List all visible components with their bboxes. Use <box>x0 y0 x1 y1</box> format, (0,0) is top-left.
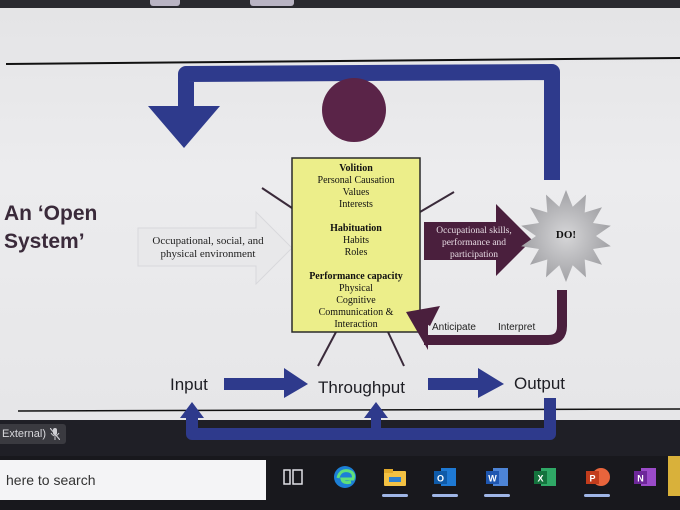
anticipate-label: Anticipate <box>432 322 476 333</box>
svg-text:X: X <box>537 474 543 484</box>
environment-line-1: Occupational, social, and <box>152 235 264 247</box>
feedback-loop-top-arrowhead <box>148 106 220 148</box>
anticipate-arrowhead-tip <box>406 306 440 326</box>
participant-label: External) <box>2 428 47 440</box>
performance-heading: Performance capacity <box>309 271 403 282</box>
bottom-loop-left-arrowhead <box>180 402 204 418</box>
interpret-label: Interpret <box>498 322 535 333</box>
video-thumb-chip <box>150 0 180 6</box>
output-line-2: performance and <box>442 237 506 248</box>
powerpoint-active-indicator <box>584 494 610 497</box>
output-skills-arrow <box>424 204 532 276</box>
volition-item: Interests <box>339 199 373 210</box>
habituation-item: Roles <box>345 247 368 258</box>
meeting-participant-pill[interactable]: External) <box>0 424 66 444</box>
volition-item: Values <box>343 187 370 198</box>
slide-title: An ‘Open System’ <box>4 200 114 256</box>
open-system-diagram: Occupational, social, and physical envir… <box>5 57 680 440</box>
do-label: DO! <box>556 229 576 241</box>
volition-item: Personal Causation <box>318 175 395 186</box>
slide-bottom-rule <box>17 408 680 412</box>
top-strip <box>0 0 680 8</box>
throughput-label: Throughput <box>318 378 405 397</box>
explorer-active-indicator <box>382 494 408 497</box>
environment-line-2: physical environment <box>160 248 255 260</box>
input-to-throughput-arrow <box>224 368 308 398</box>
svg-text:W: W <box>488 474 497 484</box>
svg-text:O: O <box>437 474 444 484</box>
video-thumb-chip <box>250 0 294 6</box>
bottom-loop-mid-arrowhead <box>364 402 388 418</box>
feedback-loop-top-arrow <box>178 64 560 180</box>
habituation-item: Habits <box>343 235 369 246</box>
svg-text:N: N <box>637 474 644 484</box>
taskbar-search-input[interactable]: here to search <box>0 460 266 500</box>
output-line-1: Occupational skills, <box>436 226 511 236</box>
word-active-indicator <box>484 494 510 497</box>
slide-title-line-1: An ‘Open <box>4 202 98 225</box>
outlook-active-indicator <box>432 494 458 497</box>
performance-item: Cognitive <box>336 295 376 306</box>
onenote-icon[interactable]: N <box>630 462 660 492</box>
volition-heading: Volition <box>339 163 373 174</box>
center-box <box>291 157 421 333</box>
taskbar-edge-tab <box>668 456 680 496</box>
excel-icon[interactable]: X <box>530 462 560 492</box>
output-line-3: participation <box>450 250 498 260</box>
mic-muted-icon[interactable] <box>50 428 60 440</box>
file-explorer-icon[interactable] <box>380 462 410 492</box>
output-label: Output <box>514 374 565 393</box>
outlook-icon[interactable]: O <box>430 462 460 492</box>
slide-top-rule <box>5 57 680 65</box>
svg-text:P: P <box>589 474 595 484</box>
performance-item: Communication & <box>319 307 394 318</box>
edge-icon[interactable] <box>330 462 360 492</box>
performance-item: Physical <box>339 283 373 294</box>
center-rays <box>261 187 455 367</box>
do-starburst <box>521 190 611 282</box>
volition-circle <box>322 78 386 142</box>
throughput-to-output-arrow <box>428 368 504 398</box>
slide-title-line-2: System’ <box>4 230 85 253</box>
habituation-heading: Habituation <box>330 223 382 234</box>
powerpoint-icon[interactable]: P <box>582 462 612 492</box>
task-view-icon[interactable] <box>278 462 308 492</box>
performance-item: Interaction <box>334 319 377 330</box>
anticipate-interpret-path <box>424 290 567 345</box>
environment-input-arrow <box>137 210 293 286</box>
word-icon[interactable]: W <box>482 462 512 492</box>
input-label: Input <box>170 375 208 394</box>
